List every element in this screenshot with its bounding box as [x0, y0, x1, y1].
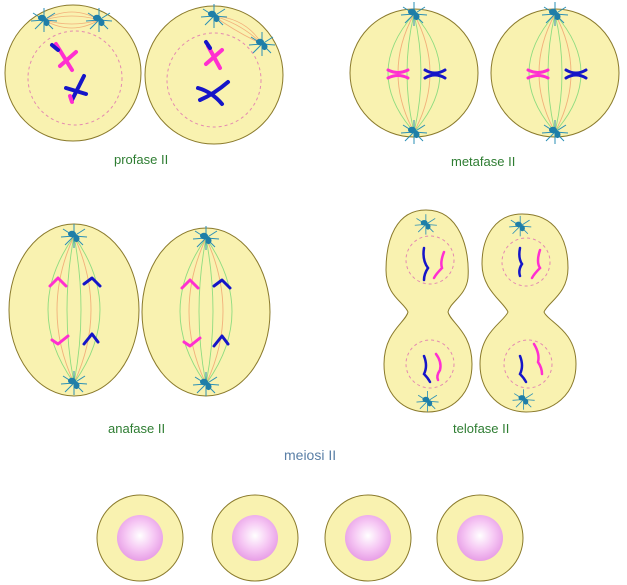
anafase-cell-right: [141, 227, 271, 397]
chromosome-pink: [530, 248, 542, 280]
profase-nucleus-left: [27, 30, 123, 126]
gamete-nucleus: [457, 515, 503, 561]
chromosome-blue: [518, 246, 524, 278]
chromosome-blue: [564, 68, 588, 80]
label-anafase: anafase II: [108, 421, 165, 436]
profase-cells: [4, 3, 284, 145]
chromosome-pink: [180, 278, 202, 348]
metafase-cells: [349, 1, 620, 145]
profase-nucleus-right: [166, 32, 262, 128]
anafase-cell-left: [8, 223, 140, 397]
label-profase: profase II: [114, 152, 168, 167]
chromosome-blue: [518, 354, 528, 384]
gamete-nucleus: [345, 515, 391, 561]
chromosome-pink: [386, 68, 410, 80]
label-telofase: telofase II: [453, 421, 509, 436]
chromosome-blue: [423, 68, 447, 80]
anafase-cells: [8, 223, 271, 397]
chromosome-pink: [48, 276, 70, 346]
chromosome-blue-tip: [204, 40, 212, 50]
chromosome-blue: [212, 278, 232, 348]
chromosome-pink-tip: [68, 94, 74, 104]
telofase-nucleus: [503, 339, 553, 389]
anafase-spindle-left: [47, 235, 101, 384]
chromosome-blue: [422, 354, 432, 384]
chromosome-blue: [82, 276, 102, 346]
chromosome-pink: [432, 250, 446, 280]
telofase-nucleus: [501, 237, 551, 287]
chromosome-blue-tip: [50, 43, 60, 52]
chromosome-blue: [64, 74, 88, 102]
gametes: [96, 494, 524, 582]
label-meiosi: meiosi II: [284, 447, 336, 463]
metafase-cell-left: [349, 8, 479, 138]
chromosome-pink: [532, 342, 544, 376]
chromosome-blue: [422, 246, 430, 282]
telofase-cells: [383, 209, 577, 413]
gamete-nucleus: [117, 515, 163, 561]
label-metafase: metafase II: [451, 154, 515, 169]
telofase-nucleus: [405, 339, 455, 389]
anafase-spindle-right: [179, 237, 233, 385]
chromosome-blue: [196, 80, 230, 106]
telofase-nucleus: [405, 235, 455, 285]
metafase-cell-right: [490, 8, 620, 138]
chromosome-pink: [526, 68, 550, 80]
chromosome-pink: [434, 352, 442, 382]
gamete-nucleus: [232, 515, 278, 561]
